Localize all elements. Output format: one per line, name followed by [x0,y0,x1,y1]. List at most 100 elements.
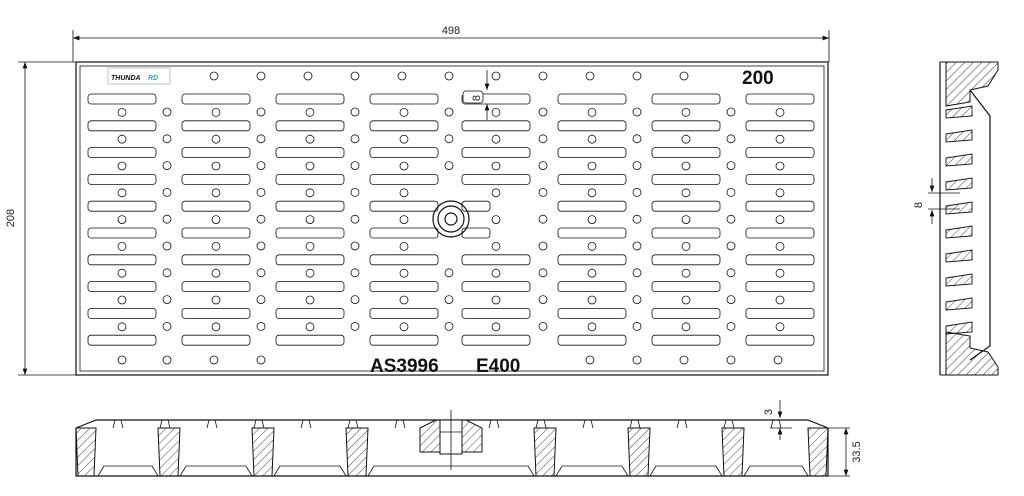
slot [181,173,251,185]
drain-hole [305,268,315,278]
drain-hole [632,107,642,117]
drain-hole [211,322,221,332]
drain-hole [538,321,548,331]
svg-text:RD: RD [148,75,158,82]
drain-hole [444,321,454,331]
slot [651,147,721,159]
front-rib [721,427,745,477]
drain-hole [726,268,736,278]
drain-hole [491,71,501,81]
drain-hole [632,355,642,365]
slot [557,254,627,266]
drain-hole [256,214,266,224]
drain-hole [587,134,597,144]
side-rib [945,105,973,119]
standard-marking: AS3996 [370,356,439,377]
drain-hole [587,295,597,305]
drain-hole [117,241,127,251]
drain-hole [726,295,736,305]
drain-hole [773,355,783,365]
drain-hole [444,268,454,278]
front-rib [807,427,829,477]
channel-arch [179,465,253,477]
drain-hole [491,241,501,251]
slot [275,307,345,319]
slot [745,227,815,239]
drain-hole [162,161,172,171]
drain-hole [256,107,266,117]
drain-hole [256,268,266,278]
drain-hole [399,188,409,198]
side-rib [945,249,973,263]
slot [181,147,251,159]
drain-hole [399,161,409,171]
drain-hole [538,71,548,81]
top-bump [535,419,547,429]
drain-hole [162,241,172,251]
drain-hole [305,161,315,171]
slot [745,281,815,293]
drain-hole [399,108,409,117]
svg-text:THUNDA: THUNDA [111,75,141,82]
drain-hole [491,322,501,332]
side-rib [945,273,973,287]
slot [181,227,251,239]
slot [369,281,439,293]
slot [275,120,345,132]
drain-hole [587,188,597,198]
slot [275,173,345,185]
side-section-view: 8 [913,61,999,376]
drain-hole [726,187,736,197]
top-bump [300,419,312,429]
slot [651,254,721,266]
drain-hole [632,321,642,331]
drain-hole [162,187,172,197]
slot [461,281,531,293]
drain-hole [256,321,266,331]
drain-hole [538,295,548,305]
slot [461,120,531,132]
top-bump [488,419,500,429]
drain-hole [399,268,409,278]
drain-hole [444,161,454,171]
drain-hole [491,268,501,278]
drain-hole [117,322,127,332]
drain-hole [491,295,501,305]
top-bump [347,419,359,429]
drain-hole [726,214,736,224]
drain-hole [775,295,785,305]
channel-arch [649,465,723,477]
slot [745,200,815,212]
drain-hole [775,108,785,117]
drain-hole [587,322,597,332]
drain-hole [587,108,597,117]
drain-hole [726,241,736,251]
drain-hole [587,241,597,251]
drain-hole [350,268,360,278]
svg-text:8: 8 [471,95,483,101]
slot [87,254,157,266]
slot [181,281,251,293]
slot [275,147,345,159]
drain-hole [681,268,691,278]
slot [461,307,531,319]
slot [557,281,627,293]
drain-hole [538,214,548,224]
slot [275,93,345,105]
side-rib [945,297,973,311]
front-rib [345,427,369,477]
drain-hole [399,134,409,144]
slot [87,334,157,346]
slot [181,254,251,266]
drain-hole [162,214,172,224]
drain-hole [305,134,315,144]
drain-hole [305,322,315,332]
drain-hole [305,295,315,305]
drain-hole [681,295,691,305]
slot [369,120,439,132]
drain-hole [211,241,221,251]
side-spacing-label: 8 [913,202,925,208]
drain-hole [162,295,172,305]
drain-hole [117,215,127,225]
drain-hole [587,161,597,171]
